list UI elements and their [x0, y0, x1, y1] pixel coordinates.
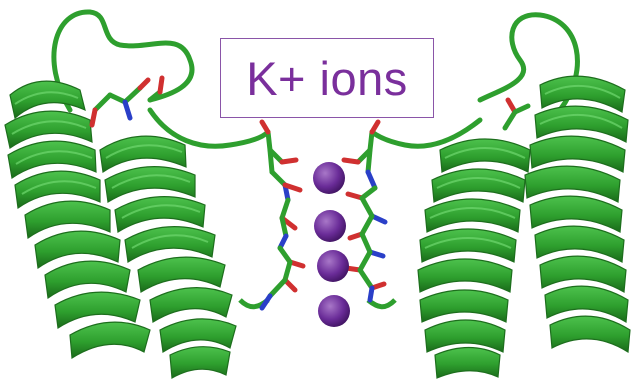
potassium-ions	[313, 162, 350, 327]
selectivity-filter-right	[341, 119, 388, 303]
potassium-ion	[313, 162, 345, 194]
potassium-ion	[318, 295, 350, 327]
potassium-ion	[314, 210, 346, 242]
right-protein-subunit	[366, 12, 631, 379]
left-protein-subunit	[4, 9, 271, 379]
ion-label-box: K+ ions	[220, 38, 434, 118]
potassium-ion	[317, 250, 349, 282]
ion-label: K+ ions	[246, 51, 408, 105]
selectivity-filter-left	[259, 119, 306, 311]
